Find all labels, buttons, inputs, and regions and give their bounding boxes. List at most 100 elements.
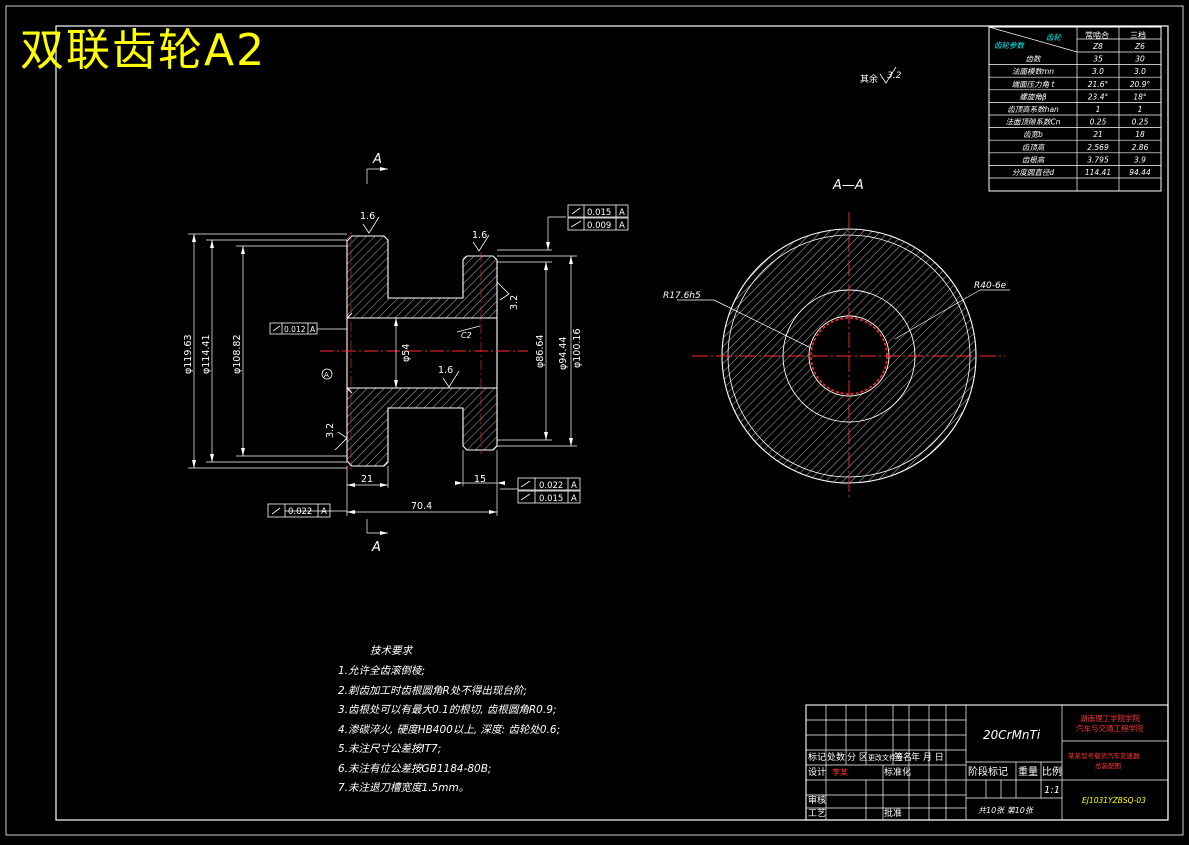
tolerance-frame-1: 0.015 A [567, 204, 629, 218]
section-label-top: A [372, 152, 382, 167]
tech-item: 1.允许全齿滚倒棱; [338, 665, 426, 677]
gear-param-value-2: 3.0 [1134, 67, 1146, 76]
gear-table-col2: 三档 [1130, 30, 1146, 40]
section-label-bottom: A [371, 540, 381, 555]
roughness-other-label: 其余 [860, 73, 878, 85]
design-label: 设计 [808, 766, 826, 778]
dim-d86: φ86.64 [535, 335, 546, 368]
designer-name: 李某 [832, 767, 848, 777]
svg-text:0.015: 0.015 [539, 494, 563, 504]
tech-requirements-heading: 技术要求 [370, 645, 412, 657]
gear-table-row: 分度圆直径d 114.41 94.44 [1012, 168, 1151, 177]
tech-item: 7.未注退刀槽宽度1.5mm。 [338, 782, 470, 794]
svg-text:0.015: 0.015 [587, 208, 611, 218]
gear-param-value-1: 114.41 [1085, 168, 1111, 177]
roughness-2: 1.6 [472, 230, 487, 241]
datum-a-letter: A [324, 371, 329, 379]
ratio-label: 比例 [1042, 765, 1062, 778]
section-aa-label: A—A [832, 178, 864, 193]
tech-requirements-list: 1.允许全齿滚倒棱; 2.剃齿加工时齿根圆角R处不得出现台阶; 3.齿根处可以有… [338, 662, 560, 799]
svg-text:A: A [571, 494, 577, 504]
dim-r-inner: R17.6h5 [663, 291, 701, 301]
svg-text:0.012: 0.012 [284, 325, 306, 334]
gear-param-value-2: 3.9 [1134, 155, 1146, 164]
material: 20CrMnTi [983, 728, 1041, 742]
gear-table-corner-bottom: 齿轮参数 [994, 41, 1025, 50]
gear-param-label: 分度圆直径d [1012, 168, 1054, 177]
gear-param-value-1: 23.4° [1088, 92, 1109, 101]
gear-param-label: 螺旋角β [1019, 92, 1046, 101]
svg-text:0.022: 0.022 [288, 507, 312, 517]
school-name-1: 湖南理工学院学院 [1080, 713, 1140, 723]
sheet-count: 共10张 第10张 [978, 806, 1034, 815]
inner-border [55, 25, 1169, 821]
outer-border [5, 5, 1184, 836]
tolerance-frame-3: 0.012 A [269, 322, 318, 335]
process-label: 工艺 [808, 808, 826, 819]
part-outline [346, 235, 498, 467]
dim-d119: φ119.63 [183, 334, 194, 374]
dim-len-21: 21 [361, 474, 373, 485]
title-block-header: 标记 [808, 751, 826, 763]
gear-param-value-2: 20.9° [1130, 80, 1151, 89]
gear-param-value-1: 1 [1096, 105, 1101, 114]
weight-label: 重量 [1018, 765, 1038, 778]
dim-len-15: 15 [474, 474, 486, 485]
gear-param-label: 齿顶高 [1022, 143, 1046, 152]
gear-param-label: 法面顶隙系数Cn [1006, 118, 1061, 127]
gear-param-value-1: 21.6° [1088, 80, 1109, 89]
gear-param-label: 齿根高 [1022, 155, 1046, 164]
gear-param-value-1: Z8 [1092, 42, 1103, 51]
tech-item: 5.未注尺寸公差按IT7; [338, 743, 442, 755]
gear-table-row: 齿顶高 2.569 2.86 [1022, 143, 1149, 152]
gear-param-value-2: 94.44 [1129, 168, 1151, 177]
tolerance-frame-4: 0.022 A [267, 503, 331, 518]
gear-param-value-1: 2.569 [1087, 143, 1109, 152]
gear-param-value-1: 35 [1093, 55, 1103, 64]
svg-text:A: A [619, 208, 625, 218]
tech-item: 2.剃齿加工时齿根圆角R处不得出现台阶; [338, 684, 527, 697]
tolerance-frame-6: 0.015 A [517, 490, 581, 504]
gear-table-row: Z8 Z6 [1092, 42, 1145, 51]
title-block-header: 年 月 日 [911, 751, 944, 763]
gear-param-value-2: 1 [1138, 105, 1143, 114]
dim-d114: φ114.41 [201, 334, 212, 374]
scale-value: 1:1 [1044, 785, 1060, 796]
gear-param-label: 齿顶高系数han [1007, 105, 1059, 114]
title-block: 20CrMnTi 湖南理工学院学院 汽车与交通工程学院 某某型号载货汽车变速器 … [805, 704, 1169, 821]
school-name-2: 汽车与交通工程学院 [1076, 723, 1144, 733]
gear-param-value-2: Z6 [1134, 42, 1145, 51]
dim-d94: φ94.44 [558, 337, 569, 370]
title-block-header: 分 区 [847, 752, 868, 763]
title-block-header: 签名 [894, 751, 912, 763]
gear-param-value-1: 21 [1093, 130, 1103, 139]
gear-table-corner-top: 齿轮 [1046, 33, 1063, 42]
gear-param-value-2: 18 [1135, 130, 1145, 139]
dim-d100: φ100.16 [572, 328, 583, 368]
title-block-header: 处数 [827, 751, 845, 763]
dim-d108: φ108.82 [232, 334, 243, 374]
roughness-other-value: 3.2 [887, 71, 902, 81]
svg-text:A: A [619, 221, 625, 231]
dim-d54: φ54 [401, 344, 412, 362]
roughness-4: 3.2 [509, 295, 520, 310]
gear-param-value-2: 0.25 [1132, 118, 1149, 127]
drawing-title: 双联齿轮A2 [20, 25, 267, 76]
dim-len-total: 70.4 [411, 501, 432, 512]
title-block-header: 更改文件号 [868, 753, 903, 762]
hatch-upper [347, 236, 497, 318]
hatch-lower [347, 388, 497, 466]
approve-label: 批准 [884, 807, 902, 819]
datum-a-symbol [321, 368, 333, 380]
drawing-number: EJ1031YZBSQ-03 [1082, 796, 1146, 805]
gear-param-value-2: 2.86 [1132, 143, 1149, 152]
dim-chamfer: C2 [461, 331, 472, 340]
roughness-3: 1.6 [438, 365, 453, 376]
tolerance-frame-5: 0.022 A [517, 477, 581, 491]
